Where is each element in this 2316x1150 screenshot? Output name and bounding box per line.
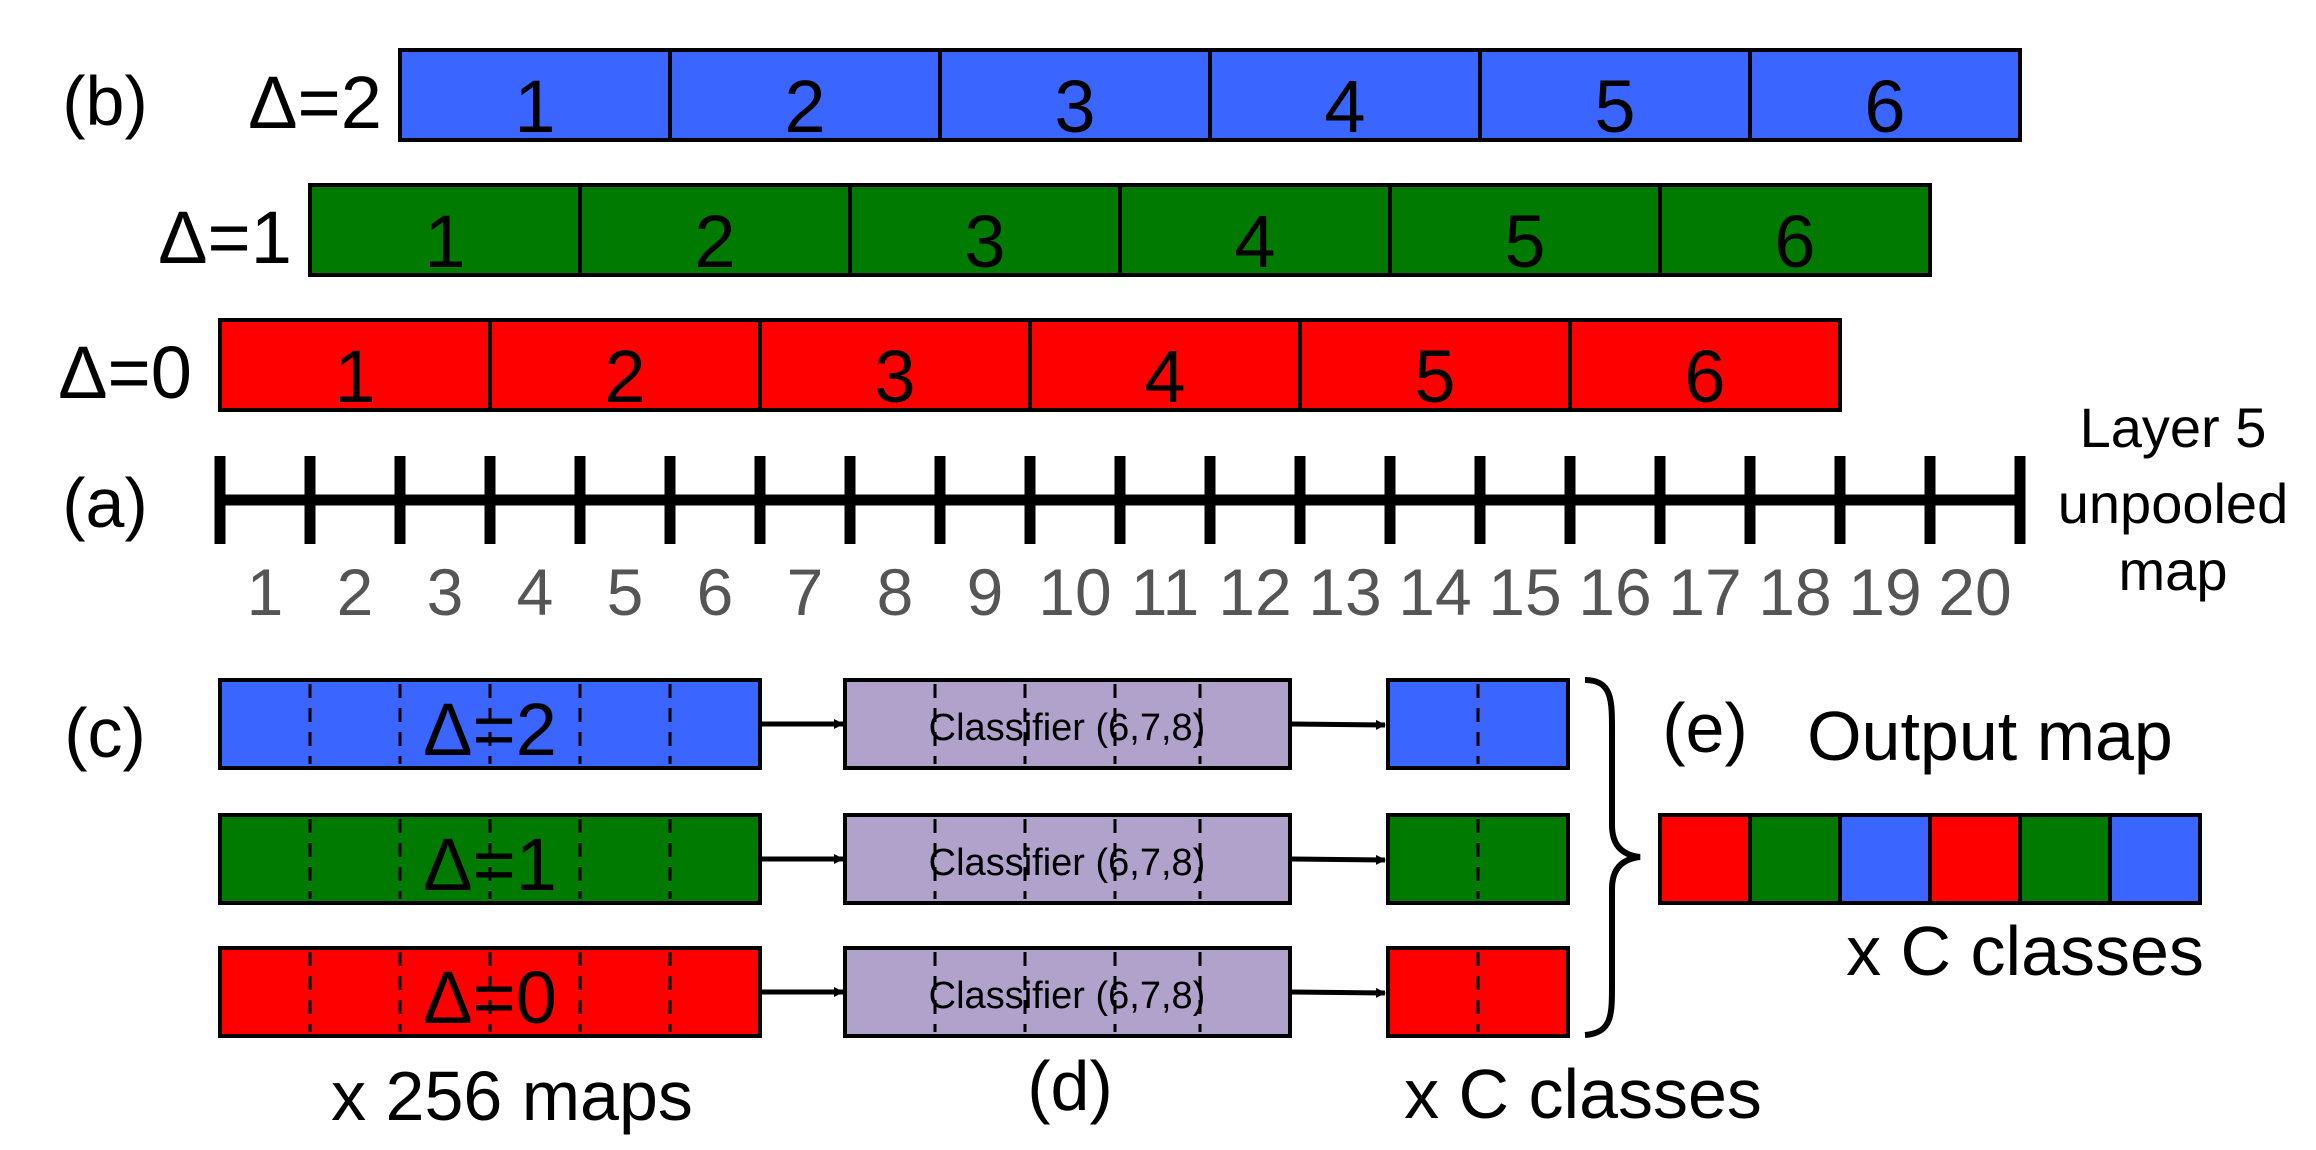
pool-cell-label: 4 bbox=[1144, 335, 1185, 418]
output-brace bbox=[1584, 677, 1641, 1038]
classifier-label: Classifier (6,7,8) bbox=[929, 975, 1206, 1017]
axis-tick-label: 9 bbox=[967, 555, 1004, 629]
shift-label-delta2: Δ=2 bbox=[248, 61, 382, 144]
output-cell-delta2 bbox=[2108, 813, 2202, 905]
label-b: (b) bbox=[62, 62, 148, 140]
axis-tick-label: 6 bbox=[697, 555, 734, 629]
input-map-label: Δ=1 bbox=[423, 823, 557, 906]
axis-tick-label: 3 bbox=[427, 555, 464, 629]
label-e: (e) bbox=[1662, 689, 1748, 767]
pool-cell-delta0-6 bbox=[1568, 318, 1842, 412]
arrow-to-output bbox=[1291, 719, 1386, 730]
classifier-label: Classifier (6,7,8) bbox=[929, 842, 1206, 884]
class-output-delta1 bbox=[1386, 813, 1570, 905]
pool-cell-label: 3 bbox=[874, 335, 915, 418]
axis-tick-label: 14 bbox=[1398, 555, 1471, 629]
axis-tick-label: 8 bbox=[877, 555, 914, 629]
output-cell-delta0 bbox=[1928, 813, 2022, 905]
pool-cell-delta2-2 bbox=[668, 48, 942, 142]
pool-cell-label: 5 bbox=[1594, 65, 1635, 148]
shift-label-delta0: Δ=0 bbox=[58, 331, 192, 414]
axis-tick-label: 17 bbox=[1668, 555, 1741, 629]
pool-cell-delta2-3 bbox=[938, 48, 1212, 142]
arrow-to-output bbox=[1291, 854, 1386, 865]
axis-tick-label: 13 bbox=[1308, 555, 1381, 629]
pool-cell-delta1-3 bbox=[848, 183, 1122, 277]
axis-tick-label: 20 bbox=[1938, 555, 2011, 629]
pool-cell-label: 4 bbox=[1234, 200, 1275, 283]
layer5-line3: map bbox=[2119, 539, 2228, 602]
pool-cell-label: 2 bbox=[604, 335, 645, 418]
output-cell-delta0 bbox=[1658, 813, 1752, 905]
label-a: (a) bbox=[62, 464, 148, 542]
pool-cell-delta0-2 bbox=[488, 318, 762, 412]
axis-tick-label: 1 bbox=[247, 555, 284, 629]
axis-tick-label: 19 bbox=[1848, 555, 1921, 629]
pool-cell-delta0-1 bbox=[218, 318, 492, 412]
pool-cell-label: 6 bbox=[1684, 335, 1725, 418]
pool-cell-label: 1 bbox=[514, 65, 555, 148]
pool-cell-delta2-1 bbox=[398, 48, 672, 142]
label-c: (c) bbox=[64, 694, 146, 772]
output-cell-delta1 bbox=[1748, 813, 1842, 905]
pool-cell-delta1-6 bbox=[1658, 183, 1932, 277]
arrow-to-output bbox=[1291, 987, 1386, 998]
pool-cell-label: 2 bbox=[784, 65, 825, 148]
pool-cell-label: 5 bbox=[1504, 200, 1545, 283]
axis-tick-label: 7 bbox=[787, 555, 824, 629]
classifier-label: Classifier (6,7,8) bbox=[929, 707, 1206, 749]
axis-tick-label: 2 bbox=[337, 555, 374, 629]
axis-tick-label: 12 bbox=[1218, 555, 1291, 629]
x256-label: x 256 maps bbox=[331, 1057, 693, 1135]
axis-tick-label: 5 bbox=[607, 555, 644, 629]
pool-cell-delta1-4 bbox=[1118, 183, 1392, 277]
pool-cell-label: 1 bbox=[424, 200, 465, 283]
pool-cell-delta2-6 bbox=[1748, 48, 2022, 142]
axis-tick-label: 4 bbox=[517, 555, 554, 629]
xc-right-label: x C classes bbox=[1846, 912, 2204, 990]
pool-cell-delta1-2 bbox=[578, 183, 852, 277]
shift-label-delta1: Δ=1 bbox=[158, 196, 292, 279]
pool-cell-label: 6 bbox=[1864, 65, 1905, 148]
pool-cell-label: 1 bbox=[334, 335, 375, 418]
layer5-line1: Layer 5 bbox=[2080, 396, 2267, 459]
input-map-label: Δ=2 bbox=[423, 688, 557, 771]
pool-cell-label: 3 bbox=[964, 200, 1005, 283]
pool-cell-label: 6 bbox=[1774, 200, 1815, 283]
axis-tick-label: 18 bbox=[1758, 555, 1831, 629]
classifier-box-delta2 bbox=[843, 678, 1292, 770]
pool-cell-label: 4 bbox=[1324, 65, 1365, 148]
axis-tick-label: 15 bbox=[1488, 555, 1561, 629]
output-map bbox=[1658, 813, 2202, 905]
pool-cell-delta0-5 bbox=[1298, 318, 1572, 412]
output-cell-delta2 bbox=[1838, 813, 1932, 905]
axis-tick-label: 16 bbox=[1578, 555, 1651, 629]
axis-tick-label: 11 bbox=[1131, 555, 1200, 629]
pool-cell-delta2-5 bbox=[1478, 48, 1752, 142]
output-cell-delta1 bbox=[2018, 813, 2112, 905]
pool-cell-delta0-4 bbox=[1028, 318, 1302, 412]
input-map-label: Δ=0 bbox=[423, 956, 557, 1039]
pool-cell-label: 5 bbox=[1414, 335, 1455, 418]
pool-cell-label: 3 bbox=[1054, 65, 1095, 148]
output-map-label: Output map bbox=[1807, 697, 2173, 775]
pool-cell-label: 2 bbox=[694, 200, 735, 283]
xc-bottom-label: x C classes bbox=[1404, 1055, 1762, 1133]
classifier-box-delta1 bbox=[843, 813, 1292, 905]
classifier-box-delta0 bbox=[843, 946, 1292, 1038]
axis-tick-label: 10 bbox=[1038, 555, 1111, 629]
pool-cell-delta1-1 bbox=[308, 183, 582, 277]
label-d: (d) bbox=[1027, 1047, 1113, 1125]
layer5-line2: unpooled bbox=[2058, 472, 2288, 535]
